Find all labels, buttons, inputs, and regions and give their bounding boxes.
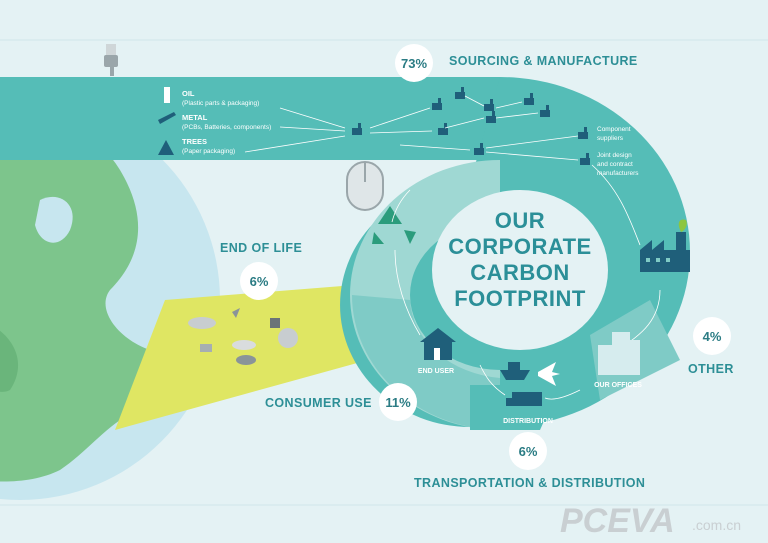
page-title: OUR CORPORATE CARBON FOOTPRINT — [448, 208, 591, 311]
office-building-icon — [598, 332, 640, 375]
title-line-4: FOOTPRINT — [454, 286, 586, 311]
note-line: suppliers — [597, 135, 624, 142]
title-line-2: CORPORATE — [448, 234, 591, 259]
sourcing-percent: 73% — [401, 56, 427, 71]
material-detail: (PCBs, Batteries, components) — [182, 124, 271, 131]
note-line: Joint design — [597, 152, 632, 159]
material-name: TREES — [182, 137, 207, 146]
other-label: OTHER — [688, 362, 734, 376]
distribution-label: DISTRIBUTION — [503, 418, 553, 425]
material-name: METAL — [182, 113, 208, 122]
recycle-icon — [372, 206, 416, 244]
percent-circle-transport — [509, 432, 547, 470]
end-user-house-icon — [420, 328, 456, 360]
note-line: and contract — [597, 161, 633, 168]
watermark: PCEVA .com.cn — [560, 502, 741, 540]
transport-percent: 6% — [519, 444, 538, 459]
percent-circle-consumer-use — [379, 383, 417, 421]
end-of-life-label: END OF LIFE — [220, 241, 302, 255]
tree-icon — [158, 140, 174, 155]
material-detail: (Paper packaging) — [182, 148, 235, 155]
pickaxe-icon — [158, 112, 176, 124]
material-trees: TREES (Paper packaging) — [158, 137, 235, 155]
note-line: manufacturers — [597, 170, 639, 177]
title-line-3: CARBON — [470, 260, 570, 285]
percent-circle-end-of-life — [240, 262, 278, 300]
consumer-use-percent: 11% — [385, 395, 411, 410]
transport-icons — [500, 362, 560, 406]
background-lines — [0, 39, 768, 506]
watermark-suffix: .com.cn — [692, 517, 741, 533]
title-line-1: OUR — [495, 208, 545, 233]
sourcing-label: SOURCING & MANUFACTURE — [449, 54, 638, 68]
waste-items — [188, 308, 298, 365]
consumer-use-label: CONSUMER USE — [265, 396, 372, 410]
material-oil: OIL (Plastic parts & packaging) — [164, 87, 259, 107]
material-metal: METAL (PCBs, Batteries, components) — [158, 112, 271, 131]
material-detail: (Plastic parts & packaging) — [182, 100, 259, 107]
percent-circle-sourcing — [395, 44, 433, 82]
transport-label: TRANSPORTATION & DISTRIBUTION — [414, 476, 645, 490]
note-line: Component — [597, 126, 631, 133]
oil-icon — [164, 87, 170, 103]
watermark-main: PCEVA — [560, 502, 675, 540]
component-suppliers-note: Component suppliers — [597, 126, 631, 142]
main-factory-icon — [640, 219, 690, 272]
other-percent: 4% — [703, 329, 722, 344]
end-of-life-percent: 6% — [250, 274, 269, 289]
end-user-label: END USER — [418, 368, 454, 375]
percent-circle-other — [693, 317, 731, 355]
our-offices-label: OUR OFFICES — [594, 382, 642, 389]
usb-plug-icon — [104, 44, 118, 76]
joint-design-note: Joint design and contract manufacturers — [597, 152, 639, 177]
material-name: OIL — [182, 89, 195, 98]
factory-icons — [352, 87, 590, 165]
mouse-icon — [346, 161, 384, 211]
